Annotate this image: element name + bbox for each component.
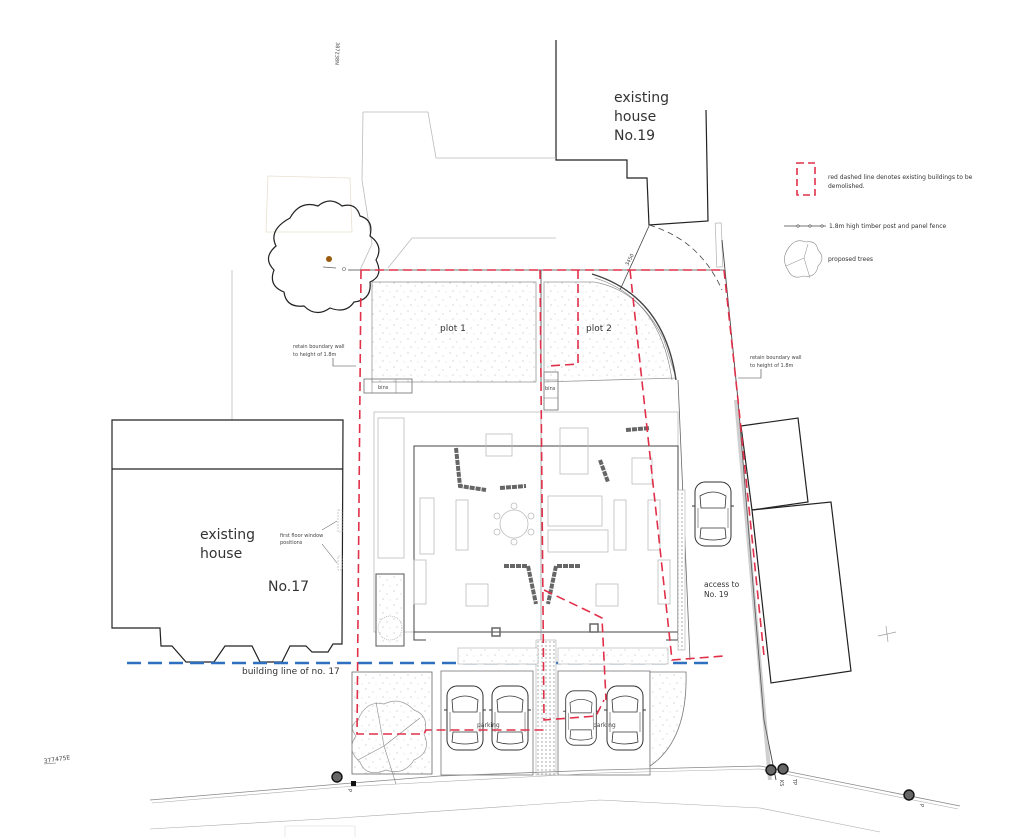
house-19-outline [555, 40, 709, 226]
bins-plot-2: bins [543, 371, 559, 411]
lamp-post-icon-4 [903, 789, 915, 801]
tree-trunk-icon [326, 256, 332, 262]
parking-area: parking parking [440, 639, 687, 776]
window-note-2: positions [280, 540, 303, 546]
lamp-post-icon-3 [777, 763, 789, 775]
window-note-1: first floor window [280, 533, 323, 539]
retain-wall-right-line1: retain boundary wall [750, 355, 802, 361]
house-17-label-3: No.17 [268, 579, 309, 595]
front-garden-tree [351, 671, 433, 785]
bins-label-2: bins [545, 386, 556, 392]
legend-demolish-text-2: demolished. [828, 183, 865, 190]
grid-ref-north: 387238N [333, 42, 340, 65]
retain-wall-left-line1: retain boundary wall [293, 344, 345, 350]
house-17-label-2: house [200, 546, 242, 562]
house-19-label-3: No.19 [614, 128, 655, 144]
parking-label-1: parking [477, 722, 500, 729]
retain-wall-note-right: retain boundary wall to height of 1.8m [738, 355, 802, 379]
planter-left [375, 573, 405, 647]
street-mark-tp: TP [791, 778, 797, 785]
street-furniture: TP KS P P [331, 763, 924, 807]
sign-post-icon [351, 781, 356, 786]
bins-label-1: bins [378, 385, 389, 391]
legend-demolish-text-1: red dashed line denotes existing buildin… [828, 174, 973, 181]
plot-2-label: plot 2 [586, 324, 612, 334]
dimension-label: 3450 [624, 253, 635, 267]
legend-fence-text: 1.8m high timber post and panel fence [829, 223, 947, 230]
bins-plot-1: bins [363, 378, 413, 394]
existing-tree [267, 200, 380, 314]
street-mark-ks: KS [778, 780, 784, 786]
street-mark-p1: P [918, 804, 924, 807]
lamp-post-icon [331, 771, 343, 783]
house-19-label-1: existing [614, 90, 669, 106]
street-kerb [149, 765, 961, 837]
retain-wall-note-left: retain boundary wall to height of 1.8m [293, 344, 356, 367]
house-17: existing house No.17 first floor window … [111, 419, 344, 663]
demolition-outline [356, 269, 765, 735]
plot-1-garden [371, 281, 537, 383]
proposed-dwellings [373, 411, 679, 641]
car-1 [443, 685, 487, 751]
plot-1-label: plot 1 [440, 324, 466, 334]
legend-demolish-symbol [796, 162, 816, 196]
building-line-label: building line of no. 17 [242, 667, 340, 677]
house-17-label-1: existing [200, 527, 255, 543]
house-19-label-2: house [614, 109, 656, 125]
lamp-post-icon-2 [765, 764, 777, 776]
parking-label-2: parking [593, 722, 616, 729]
swept-path-arc [648, 224, 723, 291]
outbuilding-right [740, 417, 809, 511]
retain-wall-right-line2: to height of 1.8m [750, 363, 793, 369]
car-2 [488, 685, 532, 751]
access-label-1: access to [704, 580, 740, 589]
grid-ref-east: 377475E [43, 754, 71, 765]
grid-ref-east-group: 377475E [43, 754, 71, 765]
retain-wall-left-line2: to height of 1.8m [293, 352, 336, 358]
street-mark-p2: P [346, 789, 352, 792]
grid-crosshair [877, 625, 897, 643]
car-4 [603, 685, 647, 751]
legend-tree-text: proposed trees [828, 256, 873, 263]
legend: red dashed line denotes existing buildin… [784, 162, 973, 279]
car-3 [562, 690, 600, 746]
outbuilding-right-2 [751, 501, 852, 684]
legend-tree-symbol [784, 240, 823, 279]
access-label-2: No. 19 [704, 590, 729, 599]
legend-fence-symbol [784, 224, 826, 228]
car-access [691, 481, 735, 547]
